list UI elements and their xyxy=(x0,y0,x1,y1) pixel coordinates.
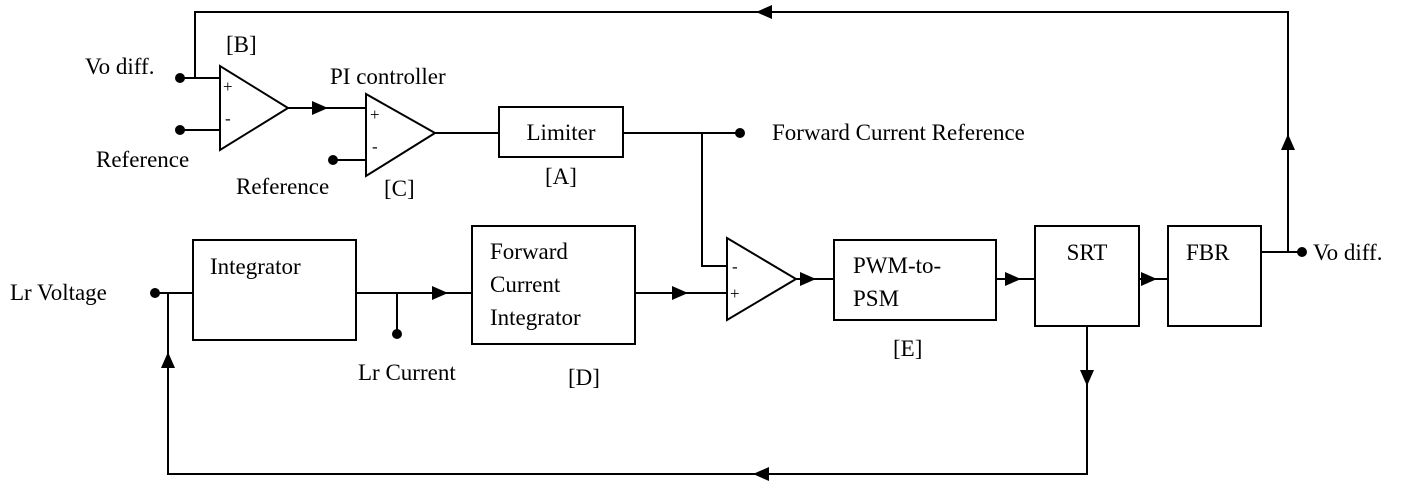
tag-a: [A] xyxy=(545,164,577,189)
reference-c-label: Reference xyxy=(236,174,329,199)
srt: SRT xyxy=(1034,225,1140,327)
integrator-out-arrow xyxy=(432,286,448,300)
pi-controller-c: + - PI controller [C] xyxy=(330,64,446,201)
forward-current-integrator-box xyxy=(471,225,636,345)
comparator-out-arrow xyxy=(800,272,816,286)
tag-e: [E] xyxy=(893,336,922,361)
pi-controller-plus: + xyxy=(370,105,380,124)
reference-b-terminal xyxy=(175,125,185,135)
vo-diff-input-terminal xyxy=(175,73,185,83)
lr-current-terminal xyxy=(392,329,402,339)
reference-b-label: Reference xyxy=(96,147,189,172)
lr-current-label: Lr Current xyxy=(358,360,456,385)
fbr-box xyxy=(1167,225,1262,327)
integrator-box xyxy=(192,239,357,341)
pwm-to-psm-box xyxy=(833,239,997,321)
srt-box xyxy=(1034,225,1140,327)
lr-feedback-up-arrow xyxy=(161,352,175,368)
pwm-line2: PSM xyxy=(853,286,899,311)
top-feedback-wire xyxy=(194,5,1295,252)
top-feedback-arrow xyxy=(756,5,772,19)
pwm-line1: PWM-to- xyxy=(853,253,941,278)
tag-d: [D] xyxy=(568,365,600,390)
lr-voltage-label: Lr Voltage xyxy=(10,280,107,305)
fci-line3: Integrator xyxy=(490,305,581,330)
tag-c: [C] xyxy=(384,176,415,201)
comparator-b: + - [B] xyxy=(219,32,290,152)
srt-label: SRT xyxy=(1067,240,1108,265)
current-comparator-plus: + xyxy=(730,284,740,303)
pi-controller-triangle xyxy=(365,92,437,178)
vo-diff-output-label: Vo diff. xyxy=(1313,240,1382,265)
forward-current-reference-label: Forward Current Reference xyxy=(772,120,1025,145)
reference-c-terminal xyxy=(328,155,338,165)
tag-b: [B] xyxy=(226,32,257,57)
fci-out-arrow xyxy=(672,286,688,300)
limiter-a: Limiter [A] xyxy=(498,106,624,189)
current-comparator-triangle xyxy=(726,236,798,322)
vo-feedback-up-arrow xyxy=(1281,134,1295,150)
fci-line1: Forward xyxy=(490,239,568,264)
bottom-feedback-wire xyxy=(161,293,1094,481)
vo-diff-output-terminal xyxy=(1297,247,1307,257)
integrator: Integrator xyxy=(192,239,357,341)
vo-diff-input-label: Vo diff. xyxy=(85,54,154,79)
forward-current-integrator-d: Forward Current Integrator [D] xyxy=(471,225,636,390)
pwm-to-psm-e: PWM-to- PSM [E] xyxy=(833,239,997,361)
current-comparator: - + xyxy=(726,236,798,322)
comparator-b-minus: - xyxy=(225,109,231,128)
fbr: FBR xyxy=(1167,225,1262,327)
fci-line2: Current xyxy=(490,272,561,297)
integrator-label: Integrator xyxy=(210,254,301,279)
pi-controller-minus: - xyxy=(372,137,378,156)
fbr-label: FBR xyxy=(1186,240,1230,265)
b-to-pi-arrow xyxy=(312,101,328,115)
limiter-label: Limiter xyxy=(527,120,596,145)
current-comparator-minus: - xyxy=(732,257,738,276)
srt-down-arrow xyxy=(1080,370,1094,386)
bottom-feedback-arrow xyxy=(753,467,769,481)
srt-out-arrow xyxy=(1141,272,1157,286)
pi-controller-label: PI controller xyxy=(330,64,446,89)
comparator-b-plus: + xyxy=(223,77,233,96)
forward-current-reference-terminal xyxy=(735,128,745,138)
pwm-out-arrow xyxy=(1005,272,1021,286)
comparator-b-triangle xyxy=(219,64,290,152)
